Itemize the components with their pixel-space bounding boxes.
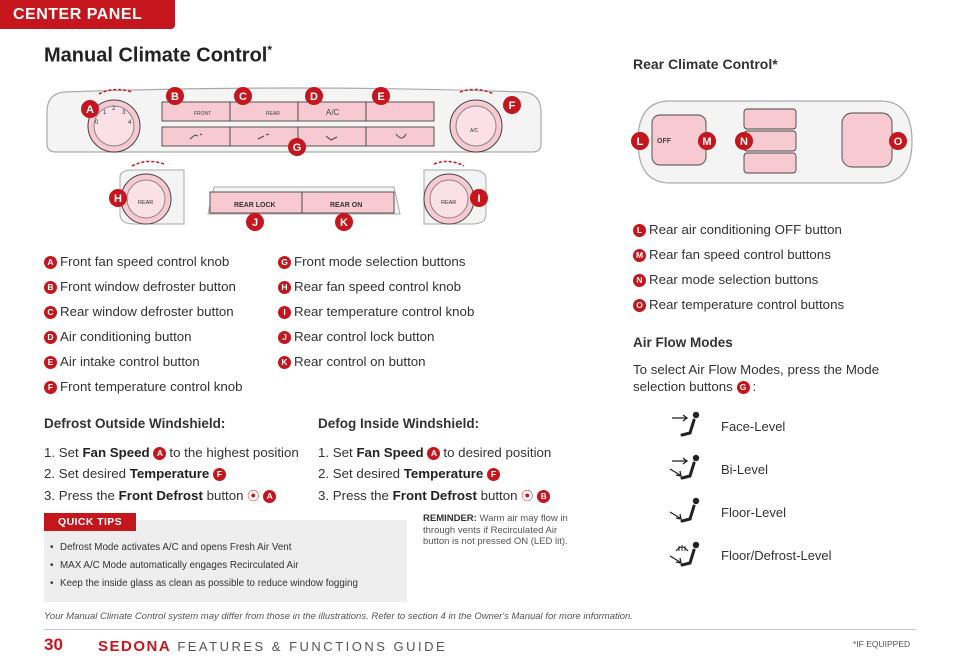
off-label: OFF [657,138,672,145]
rear-climate-title: Rear Climate Control* [633,56,778,72]
face-level-icon [672,411,700,437]
defog-heading: Defog Inside Windshield: [318,416,480,431]
mode-label-face: Face-Level [721,419,786,434]
svg-text:G: G [293,142,302,154]
svg-text:H: H [114,193,122,205]
front-defrost-icon: ⦿ [247,489,260,503]
svg-text:J: J [252,217,258,229]
svg-text:B: B [171,91,179,103]
knob-a [87,99,141,153]
quick-tips-label: QUICK TIPS [44,513,136,531]
footer-divider [44,629,916,630]
ac-label: A/C [326,108,340,117]
tip-item: Defrost Mode activates A/C and opens Fre… [50,542,291,553]
svg-text:A: A [86,104,94,116]
footer-title: SEDONA FEATURES & FUNCTIONS GUIDE [98,638,448,655]
defrost-heading: Defrost Outside Windshield: [44,416,226,431]
quick-tips-box: Defrost Mode activates A/C and opens Fre… [44,520,407,602]
floor-level-icon [669,497,700,523]
rear-climate-panel-illustration: OFF L M N O [631,100,913,184]
floor-defrost-level-icon [669,541,700,567]
svg-text:I: I [477,193,480,205]
svg-text:K: K [340,217,348,229]
footnote: Your Manual Climate Control system may d… [44,611,633,622]
svg-text:O: O [894,136,903,148]
bi-level-icon [669,454,700,480]
airflow-heading: Air Flow Modes [633,335,733,350]
defrost-step-2: 2. Set desired Temperature F [44,466,229,481]
front-label: FRONT [194,111,211,117]
page-number: 30 [44,635,63,654]
svg-text:REAR: REAR [138,200,153,206]
svg-text:0: 0 [95,120,99,126]
svg-text:REAR: REAR [441,200,456,206]
mode-label-bi: Bi-Level [721,462,768,477]
svg-text:C: C [239,91,247,103]
svg-text:3: 3 [122,110,126,116]
svg-text:M: M [702,136,711,148]
airflow-icons [669,411,700,567]
page-title: Manual Climate Control* [44,43,273,67]
svg-text:E: E [377,91,384,103]
rear-buttons [209,191,395,214]
svg-text:N: N [740,136,748,148]
mode-label-floor: Floor-Level [721,505,787,520]
reminder-note: REMINDER: Warm air may flow in through v… [423,513,568,547]
knob-h [120,173,172,225]
knob-f [449,99,503,153]
rear-label: REAR [266,111,280,117]
airflow-intro: To select Air Flow Modes, press the Mode… [633,362,880,394]
tip-item: MAX A/C Mode automatically engages Recir… [50,560,298,571]
front-climate-panel-illustration: FRONT REAR A/C 0 1 2 3 4 A/C REAR REAR R… [46,87,542,231]
section-tab: CENTER PANEL [0,0,175,29]
if-equipped-note: *IF EQUIPPED [853,639,911,649]
tip-item: Keep the inside glass as clean as possib… [50,578,358,589]
svg-text:F: F [509,100,516,112]
front-defrost-icon: ⦿ [521,489,534,503]
rear-on-label: REAR ON [330,202,362,209]
rear-lock-label: REAR LOCK [234,202,276,209]
defog-step-3: 3. Press the Front Defrost button ⦿B [318,487,553,504]
svg-text:1: 1 [103,110,107,116]
svg-text:4: 4 [128,120,132,126]
front-top-buttons [161,101,435,147]
svg-text:D: D [310,91,318,103]
mode-label-floor-defrost: Floor/Defrost-Level [721,548,832,563]
knob-i [423,173,475,225]
svg-text:A/C: A/C [470,128,479,134]
svg-text:2: 2 [112,106,116,112]
defrost-step-3: 3. Press the Front Defrost button ⦿A [44,487,279,504]
defog-step-2: 2. Set desired Temperature F [318,466,503,481]
svg-text:L: L [637,136,644,148]
